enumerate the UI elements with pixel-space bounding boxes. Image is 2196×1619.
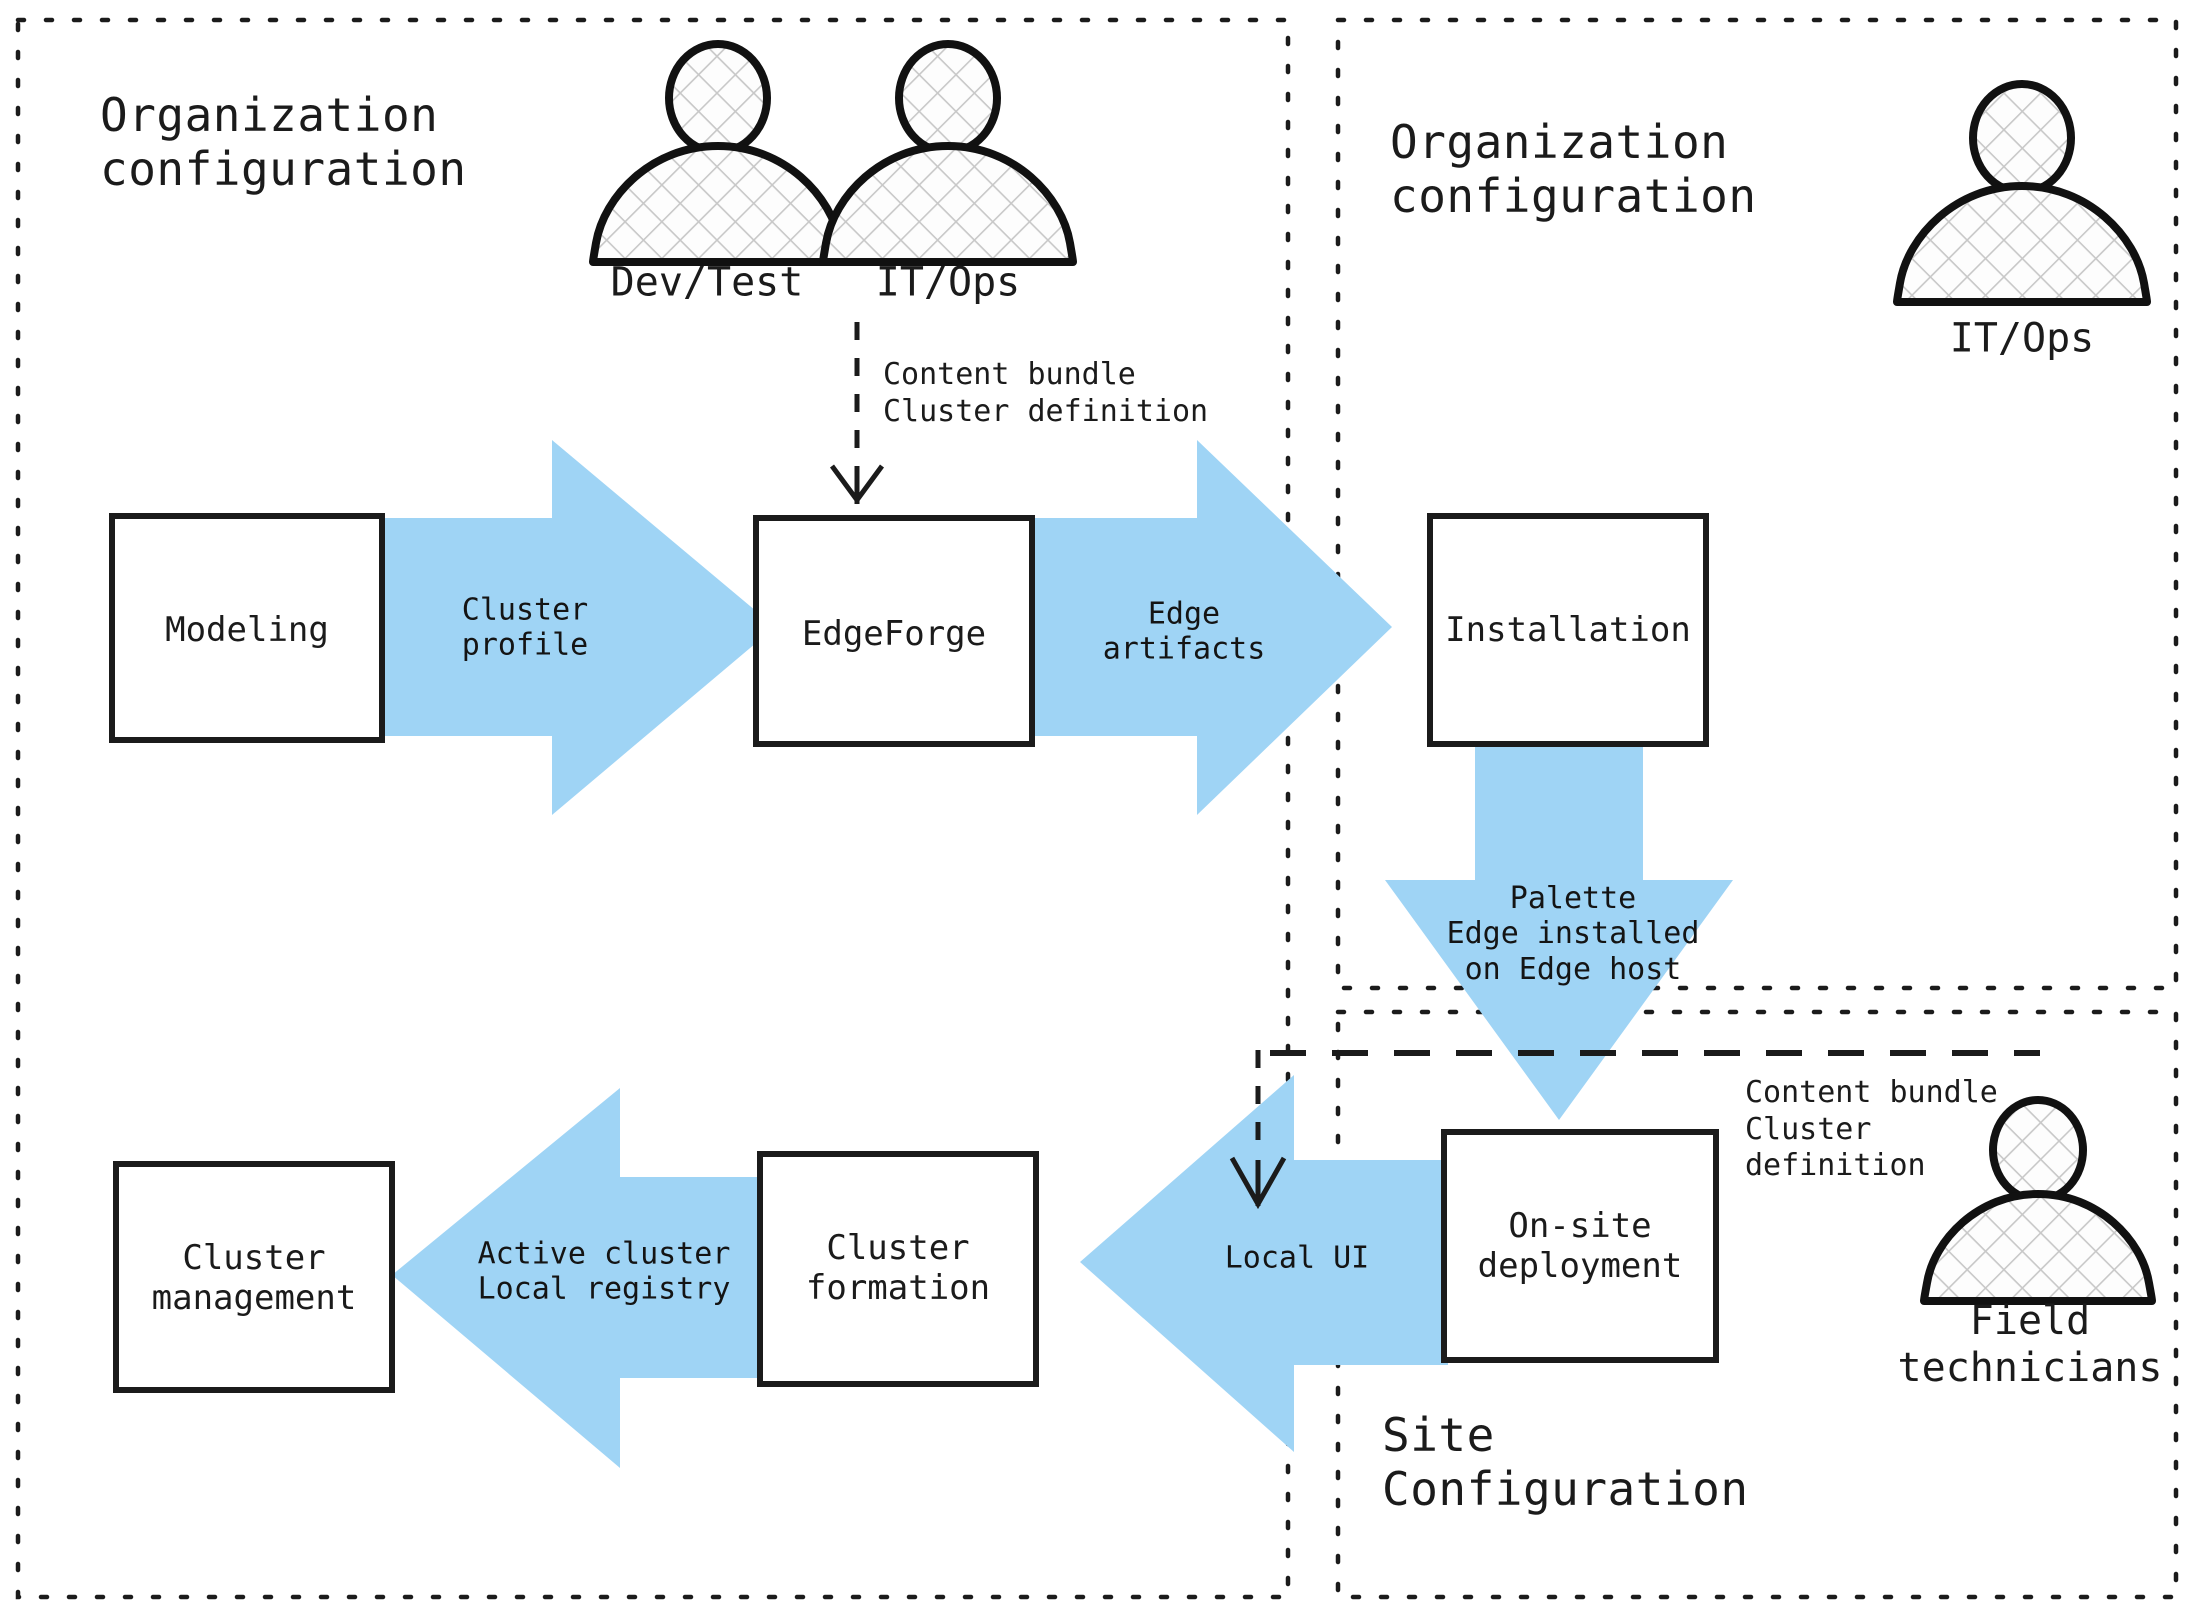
arrow-edgeforge-to-install — [1030, 440, 1392, 815]
node-box-cluster-management — [113, 1161, 395, 1393]
person-icon-it-ops-right — [1893, 80, 2151, 306]
zone-title-org-left: Organization configuration — [100, 88, 467, 197]
zone-title-org-right: Organization configuration — [1390, 115, 1757, 224]
node-box-installation — [1427, 513, 1709, 747]
person-icon-dev-test — [589, 40, 847, 266]
connector-local-ui-arrow — [1229, 1050, 1287, 1210]
actor-label-it-ops-left: IT/Ops — [875, 259, 1021, 306]
actor-label-field-technicians: Field technicians — [1897, 1297, 2163, 1391]
arrow-install-to-onsite — [1385, 742, 1733, 1120]
node-label-modeling: Modeling — [165, 609, 329, 650]
person-icon-it-ops-left — [819, 40, 1077, 266]
zone-title-site: Site Configuration — [1382, 1408, 1749, 1517]
arrow-formation-to-management — [392, 1088, 768, 1468]
arrow-label-modeling-to-edgeforge: Cluster profile — [461, 592, 589, 663]
node-label-cluster-formation: Cluster formation — [805, 1227, 991, 1308]
connector-itops-to-edgeforge — [829, 322, 885, 505]
arrow-label-formation-to-management: Active cluster Local registry — [477, 1236, 731, 1307]
arrow-onsite-to-formation — [1080, 1075, 1448, 1452]
arrow-label-edgeforge-to-install: Edge artifacts — [1102, 596, 1266, 667]
actor-label-it-ops-right: IT/Ops — [1949, 315, 2095, 362]
connector-label-field-tech-note: Content bundle Cluster definition — [1745, 1075, 1998, 1184]
node-box-modeling — [109, 513, 385, 743]
zone-border-org-right — [1335, 17, 2179, 991]
node-box-edgeforge — [753, 515, 1035, 747]
node-label-on-site-deployment: On-site deployment — [1477, 1205, 1683, 1286]
arrow-label-onsite-to-formation: Local UI — [1224, 1240, 1370, 1276]
zone-border-org-left — [15, 17, 1291, 1600]
node-label-edgeforge: EdgeForge — [801, 613, 987, 654]
arrow-label-install-to-onsite: Palette Edge installed on Edge host — [1446, 880, 1700, 987]
node-label-installation: Installation — [1445, 609, 1691, 650]
connector-label-itops-to-edgeforge: Content bundle Cluster definition — [883, 357, 1209, 429]
person-icon-field-technicians — [1920, 1096, 2156, 1305]
node-label-cluster-management: Cluster management — [151, 1237, 357, 1318]
actor-label-dev-test: Dev/Test — [610, 259, 804, 306]
arrow-modeling-to-edgeforge — [385, 440, 775, 815]
node-box-cluster-formation — [757, 1151, 1039, 1387]
node-box-on-site-deployment — [1441, 1129, 1719, 1363]
